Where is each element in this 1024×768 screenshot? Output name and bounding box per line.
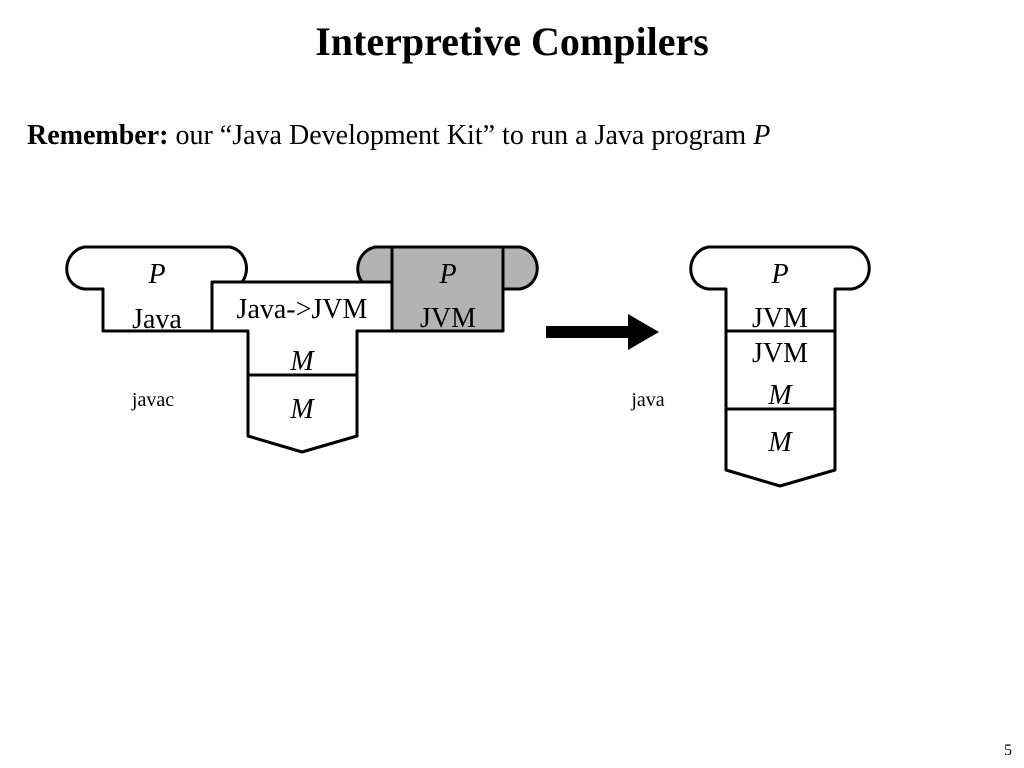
right-program-shape	[689, 245, 871, 333]
right-machine-label: M	[767, 427, 793, 458]
right-machine-shape	[724, 407, 837, 488]
slide-title: Interpretive Compilers	[315, 19, 709, 64]
arrow-icon	[546, 314, 659, 350]
page-number: 5	[1004, 742, 1012, 759]
source-program-name: P	[147, 259, 165, 290]
subtitle-text: our “Java Development Kit” to run a Java…	[168, 120, 754, 151]
javac-caption: javac	[131, 389, 174, 411]
interpreter-impl-language: M	[767, 380, 793, 411]
right-program-language: JVM	[752, 303, 808, 334]
right-program-name: P	[770, 259, 788, 290]
compiler-machine-label: M	[289, 394, 315, 425]
output-program-language: JVM	[420, 303, 476, 334]
compiler-label: Java->JVM	[237, 294, 368, 325]
java-caption: java	[630, 389, 664, 411]
subtitle-variable: P	[753, 120, 771, 151]
interpreter-label: JVM	[752, 338, 808, 369]
source-program-language: Java	[132, 304, 182, 335]
compiler-impl-language: M	[289, 346, 315, 377]
compiler-machine-shape	[246, 373, 359, 454]
slide-subtitle: Remember: our “Java Development Kit” to …	[27, 118, 770, 154]
subtitle-lead: Remember:	[27, 120, 169, 151]
output-program-name: P	[438, 259, 456, 290]
